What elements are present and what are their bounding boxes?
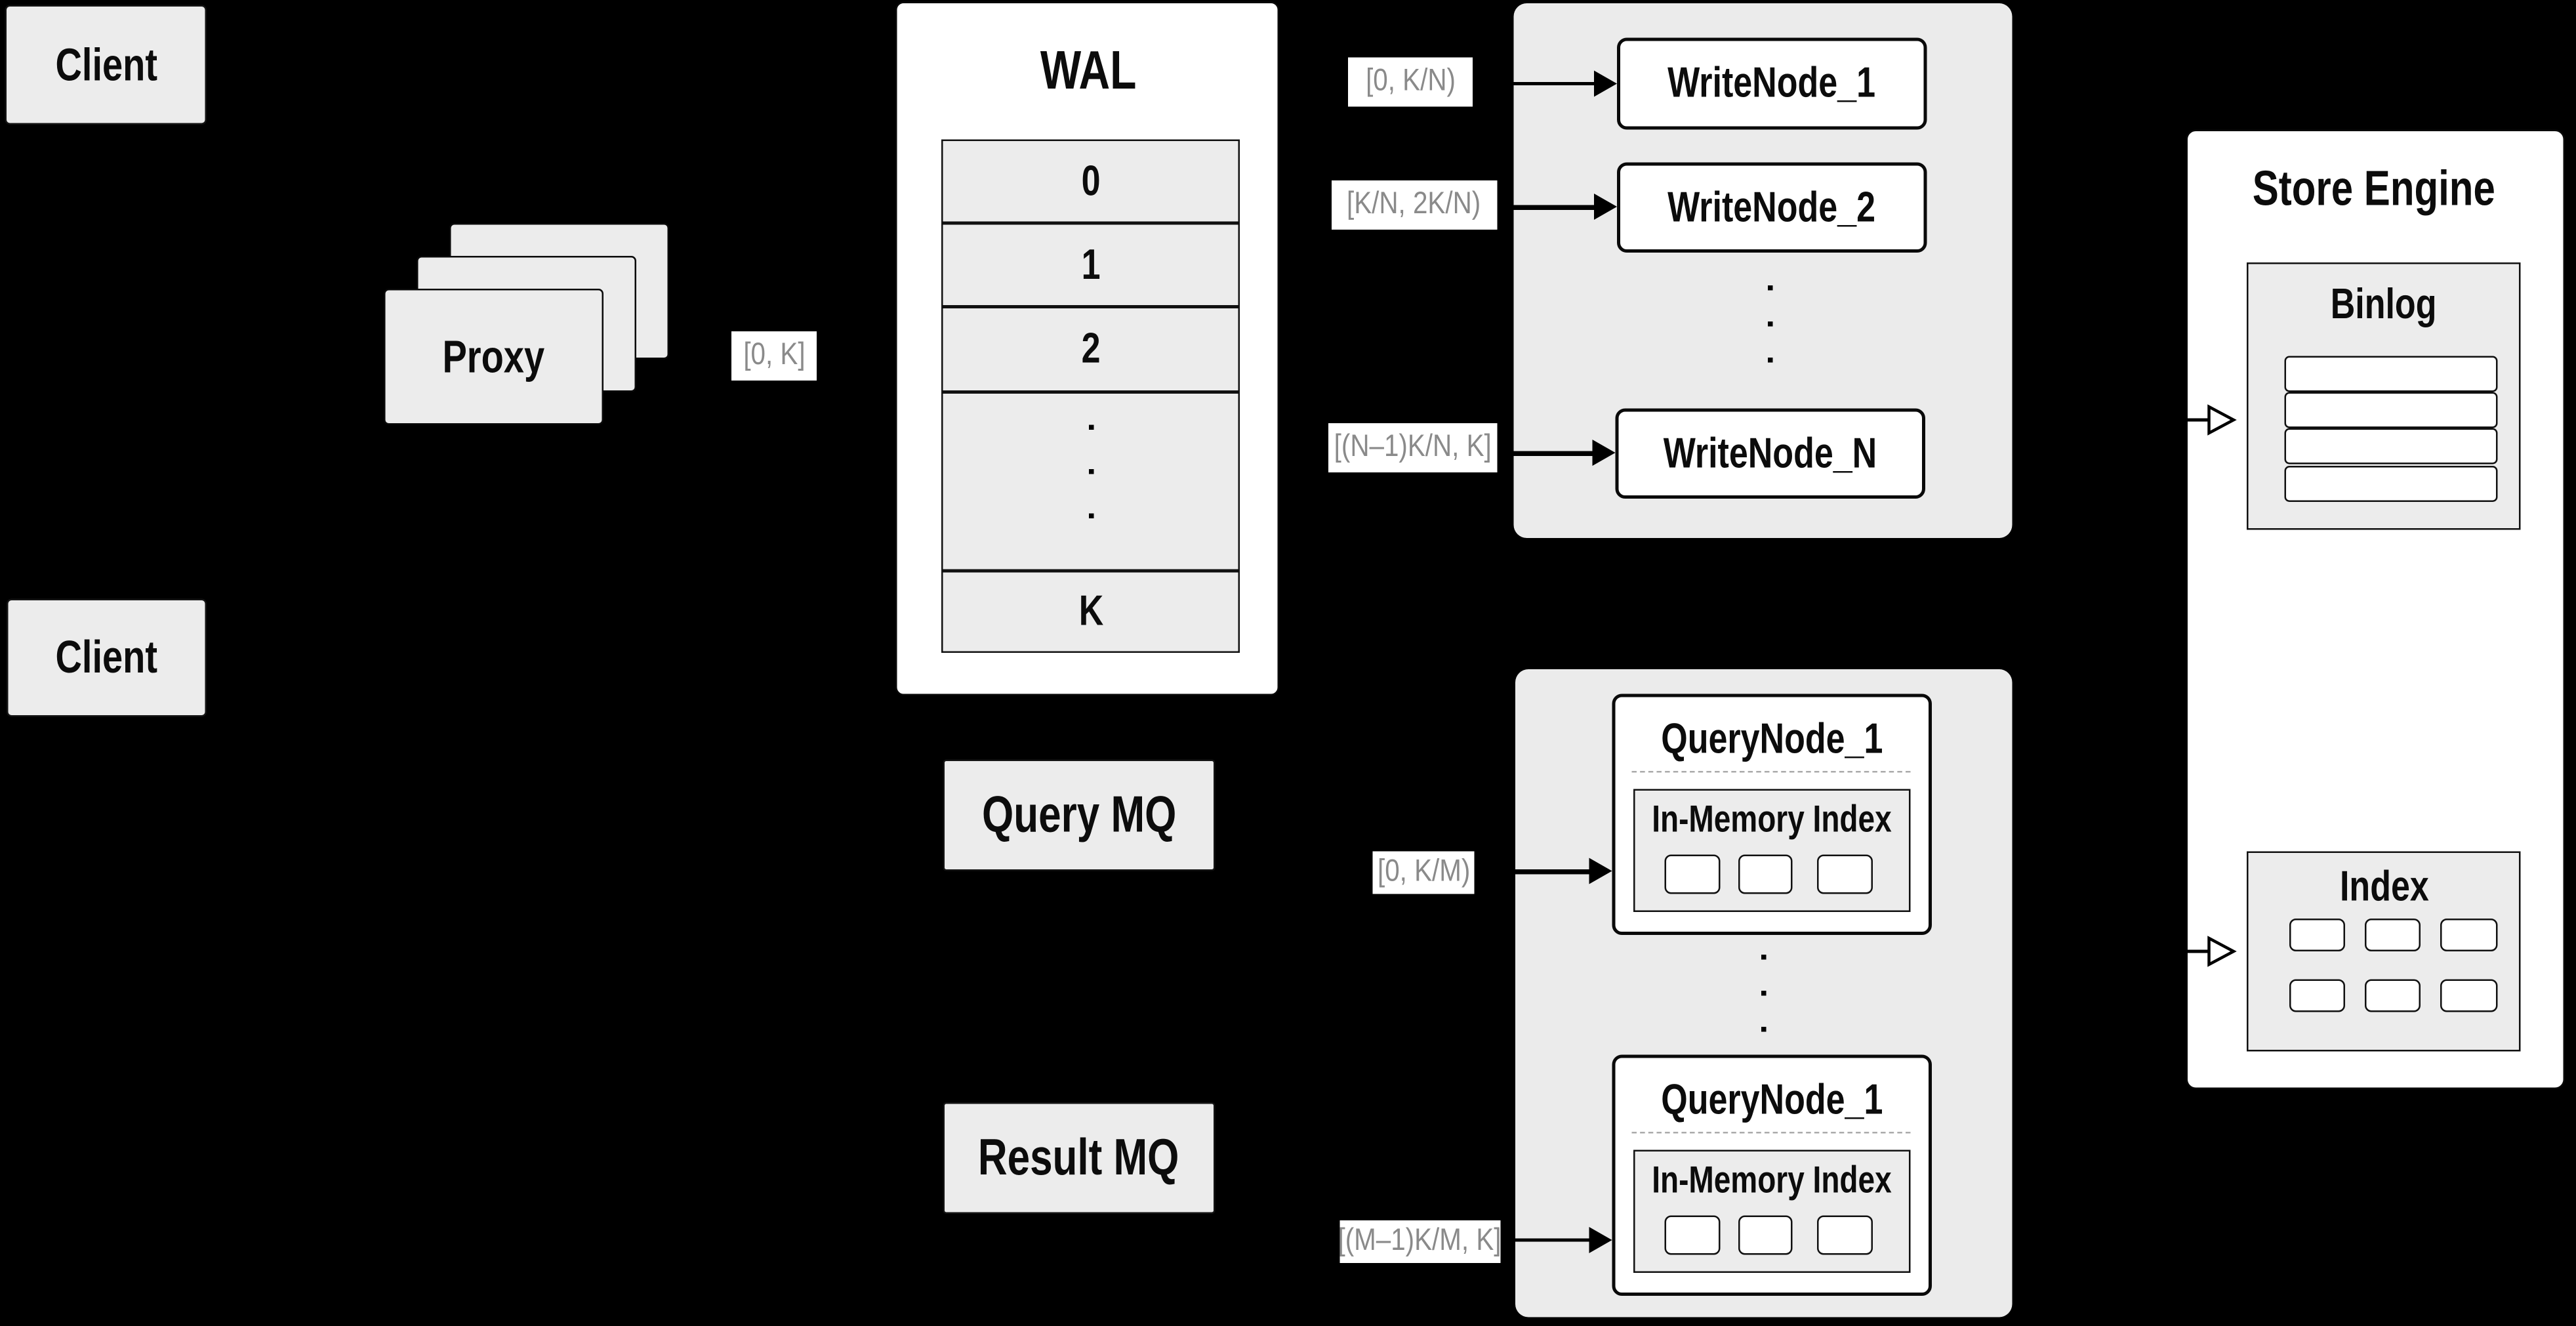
ellipsis-dot — [1761, 955, 1767, 961]
hollow-arrowhead-icon — [2207, 936, 2237, 967]
memory-cell — [1738, 1215, 1793, 1255]
write-node-n: WriteNode_N — [1615, 407, 1925, 499]
range-label-write-n: [(N–1)K/N, K] — [1328, 423, 1498, 472]
ellipsis-dot — [1089, 512, 1095, 518]
arrow-right — [1473, 81, 1594, 86]
index-cell — [2440, 919, 2498, 951]
memory-cell — [1817, 1215, 1873, 1255]
arrow-right — [1474, 869, 1589, 874]
store-engine-title: Store Engine — [2253, 162, 2497, 217]
wal-box: WAL 0 1 2 K — [895, 1, 1279, 695]
arrow-right — [1497, 451, 1593, 455]
wal-segment-k: K — [941, 570, 1240, 653]
range-label-proxy-wal: [0, K] — [731, 331, 817, 381]
write-node-1: WriteNode_1 — [1617, 37, 1927, 129]
index-label: Index — [2339, 860, 2428, 910]
ellipsis-dot — [1768, 321, 1774, 327]
arrow-right — [1497, 205, 1594, 209]
result-mq-box: Result MQ — [943, 1102, 1216, 1214]
range-label-query-m: [(M–1)K/M, K] — [1338, 1220, 1502, 1263]
range-label-query-1: [0, K/M) — [1372, 851, 1475, 894]
memory-cell — [1738, 854, 1793, 894]
query-node-top-title: QueryNode_1 — [1661, 713, 1883, 762]
wal-segment-0: 0 — [941, 139, 1240, 224]
ellipsis-dot — [1761, 991, 1767, 997]
arrowhead-icon — [1592, 439, 1616, 466]
dashed-divider — [1631, 771, 1911, 773]
memory-cell — [1664, 1215, 1721, 1255]
range-label-write-2: [K/N, 2K/N) — [1332, 180, 1498, 230]
write-node-2: WriteNode_2 — [1617, 161, 1927, 253]
wal-segment-2: 2 — [941, 307, 1240, 392]
binlog-row — [2284, 428, 2498, 465]
arrowhead-icon — [1594, 70, 1617, 96]
index-cell — [2289, 919, 2345, 951]
ellipsis-dot — [1089, 468, 1095, 474]
in-memory-index-box: In-Memory Index — [1633, 789, 1911, 912]
arrowhead-icon — [1589, 858, 1612, 884]
arrow-right — [1500, 1237, 1589, 1243]
query-node-bottom-title: QueryNode_1 — [1661, 1073, 1883, 1123]
store-engine-box: Store Engine Binlog Index — [2186, 129, 2565, 1089]
in-memory-index-box: In-Memory Index — [1633, 1150, 1911, 1273]
index-cell — [2365, 919, 2421, 951]
in-memory-index-label: In-Memory Index — [1652, 796, 1892, 839]
index-cell — [2440, 979, 2498, 1012]
wal-segment-1: 1 — [941, 223, 1240, 308]
hollow-arrow-right — [2186, 418, 2211, 421]
wal-title: WAL — [1040, 39, 1137, 100]
binlog-row — [2284, 356, 2498, 393]
arrowhead-icon — [1594, 193, 1617, 220]
ellipsis-dot — [1768, 358, 1774, 363]
query-mq-box: Query MQ — [943, 759, 1216, 871]
memory-cell — [1817, 854, 1873, 894]
index-cell — [2289, 979, 2345, 1012]
index-box: Index — [2247, 851, 2521, 1052]
hollow-arrowhead-icon — [2207, 404, 2237, 436]
proxy-label: Proxy — [442, 330, 545, 382]
binlog-row — [2284, 392, 2498, 429]
index-cell — [2365, 979, 2421, 1012]
proxy-card-front: Proxy — [384, 289, 603, 425]
wal-ellipsis-cell — [941, 391, 1240, 570]
client-top-label: Client — [54, 38, 157, 90]
ellipsis-dot — [1768, 285, 1774, 291]
query-node-bottom: QueryNode_1 In-Memory Index — [1612, 1054, 1932, 1296]
ellipsis-dot — [1089, 424, 1095, 430]
in-memory-index-label: In-Memory Index — [1652, 1157, 1892, 1200]
hollow-arrow-right — [2186, 949, 2211, 953]
memory-cell — [1664, 854, 1721, 894]
dashed-divider — [1631, 1132, 1911, 1134]
ellipsis-dot — [1761, 1027, 1767, 1033]
arrowhead-icon — [1589, 1226, 1612, 1253]
binlog-row — [2284, 465, 2498, 501]
client-bottom-label: Client — [55, 631, 158, 683]
binlog-box: Binlog — [2247, 262, 2521, 530]
binlog-label: Binlog — [2330, 278, 2437, 327]
client-box-top: Client — [5, 5, 207, 125]
range-label-write-1: [0, K/N) — [1348, 57, 1473, 107]
client-box-bottom: Client — [7, 598, 207, 717]
query-node-top: QueryNode_1 In-Memory Index — [1612, 694, 1932, 935]
